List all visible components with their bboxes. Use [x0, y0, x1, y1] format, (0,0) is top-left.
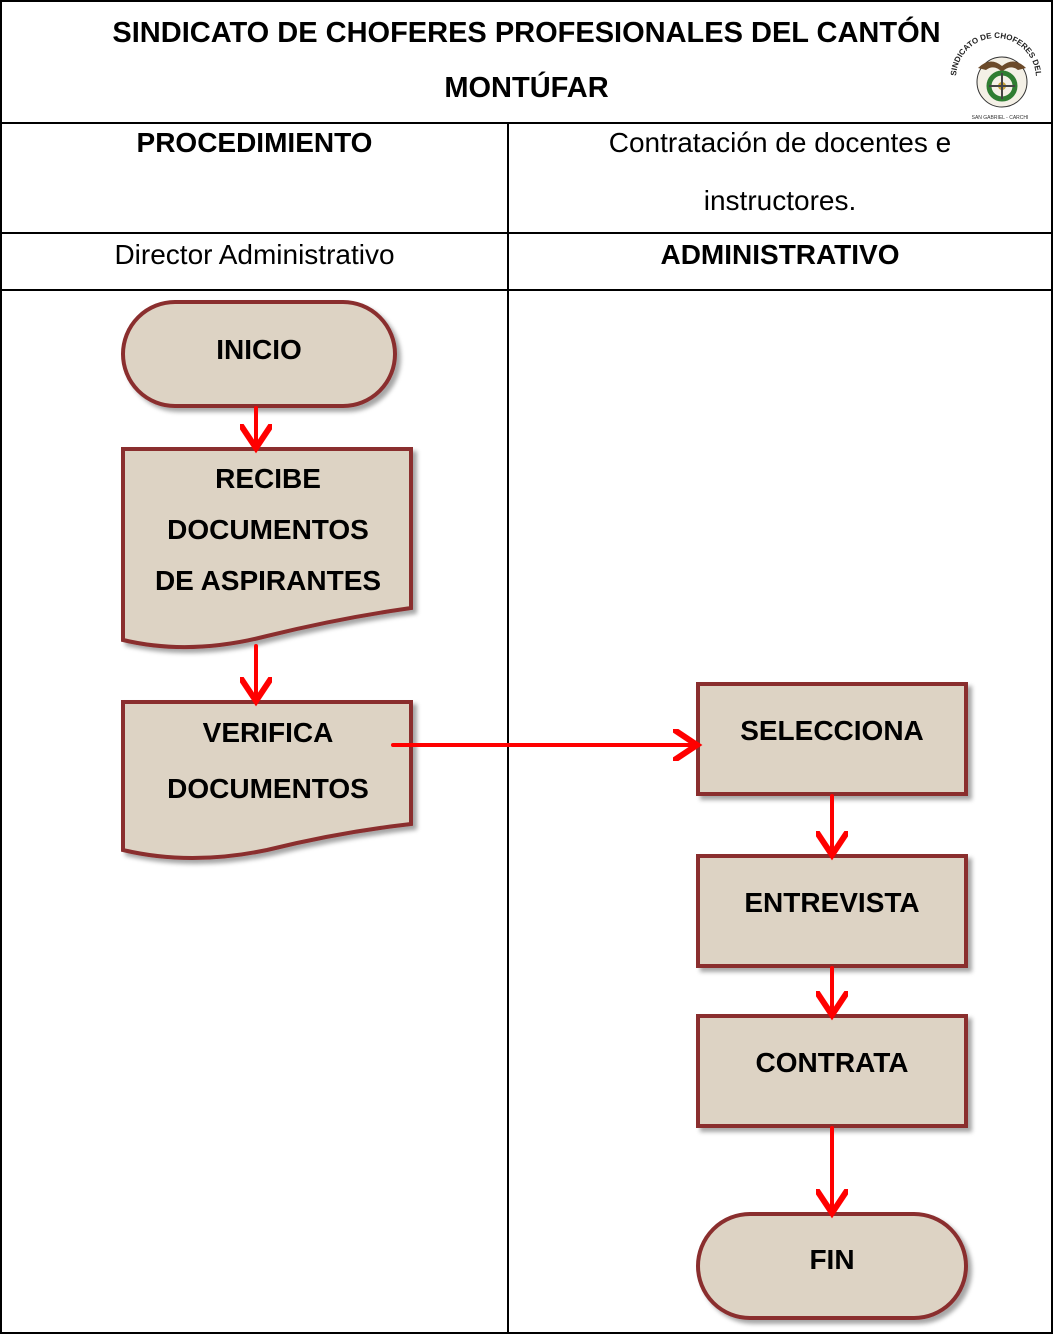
interview-process: [696, 854, 968, 968]
interview-label: ENTREVISTA: [744, 887, 920, 918]
verify-documents-shape: [121, 700, 413, 860]
lane-left-header: Director Administrativo: [114, 239, 395, 270]
select-label: SELECCIONA: [740, 715, 924, 746]
table-border-right: [1051, 0, 1053, 1334]
union-seal-logo: SINDICATO DE CHOFERES DEL CANTÓN SAN GAB…: [942, 22, 1043, 121]
receive-label-line2: DOCUMENTOS: [167, 514, 369, 545]
organization-title-line2: MONTÚFAR: [444, 72, 609, 104]
end-label: FIN: [809, 1244, 855, 1275]
table-border-lanes: [0, 289, 1053, 291]
verify-label-line2: DOCUMENTOS: [167, 773, 369, 804]
table-column-divider: [507, 122, 509, 1334]
table-border-procedure: [0, 232, 1053, 234]
organization-title-line1: SINDICATO DE CHOFERES PROFESIONALES DEL …: [112, 17, 941, 49]
receive-documents-shape: [121, 447, 413, 650]
verify-label-line1: VERIFICA: [202, 717, 334, 748]
start-label: INICIO: [216, 334, 302, 365]
receive-label-line3: DE ASPIRANTES: [154, 565, 382, 596]
logo-text-bottom: SAN GABRIEL - CARCHI: [972, 115, 1029, 121]
procedure-label: PROCEDIMIENTO: [136, 127, 373, 158]
table-border-top: [0, 0, 1053, 2]
procedure-value-line2: instructores.: [703, 185, 857, 216]
select-process: [696, 682, 968, 796]
table-border-bottom: [0, 1332, 1053, 1334]
start-terminator: [121, 300, 397, 408]
lane-right-header: ADMINISTRATIVO: [660, 239, 900, 270]
procedure-value-line1: Contratación de docentes e: [608, 127, 952, 158]
hire-process: [696, 1014, 968, 1128]
table-border-header: [0, 122, 1053, 124]
table-border-left: [0, 0, 2, 1334]
receive-label-line1: RECIBE: [215, 463, 321, 494]
hire-label: CONTRATA: [755, 1047, 909, 1078]
